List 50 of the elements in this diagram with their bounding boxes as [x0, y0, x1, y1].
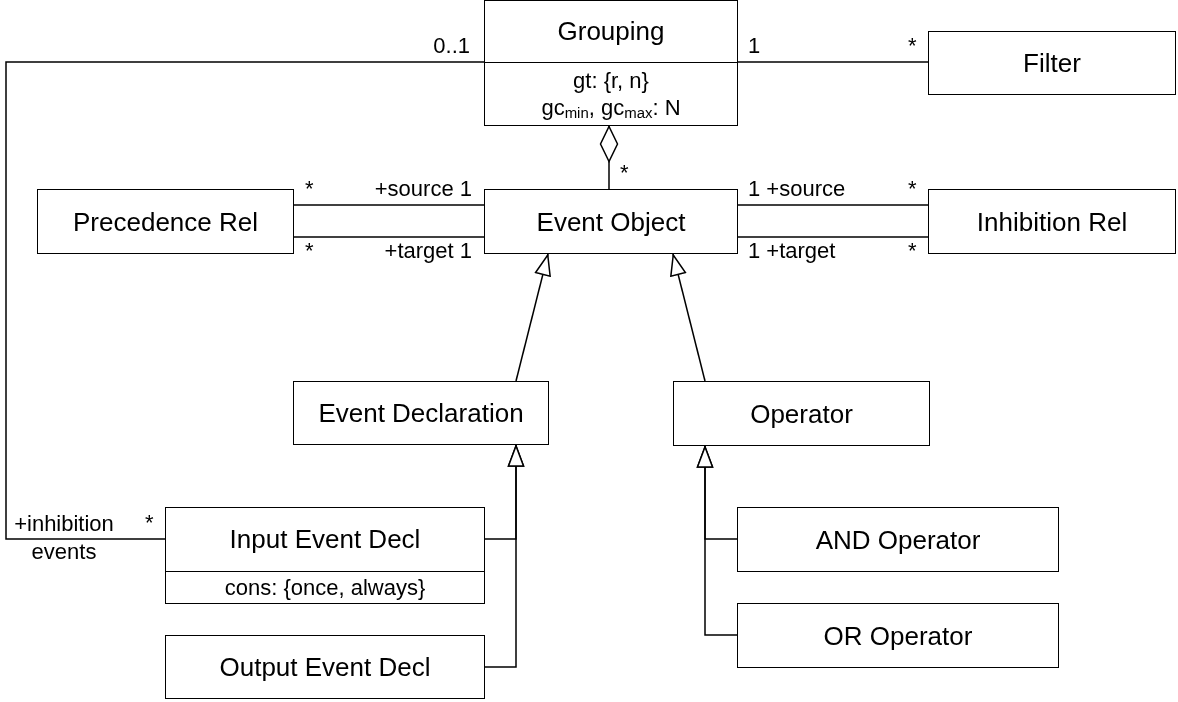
multiplicity-label: *: [908, 35, 917, 57]
class-box: [484, 0, 738, 126]
multiplicity-label: *: [305, 178, 314, 200]
multiplicity-label: *: [305, 240, 314, 262]
class-name: Output Event Decl: [219, 652, 431, 682]
multiplicity-label: 0..1: [433, 35, 470, 57]
association-line: [293, 236, 485, 238]
role-label: +inhibition events: [13, 510, 115, 566]
class-box: [293, 381, 549, 445]
association-line: [737, 204, 929, 206]
class-box: [165, 635, 485, 699]
class-attribute: gt: {r, n}: [573, 66, 649, 94]
class-name: Grouping: [557, 16, 665, 47]
multiplicity-label: *: [908, 178, 917, 200]
multiplicity-label: 1: [748, 35, 761, 57]
class-box: [673, 381, 930, 446]
association-line: [737, 236, 929, 238]
class-name: Inhibition Rel: [976, 206, 1128, 237]
generalization-arrow: [515, 253, 551, 382]
class-name: Filter: [1023, 48, 1081, 78]
class-name: Precedence Rel: [73, 206, 258, 237]
association-line: [293, 204, 485, 206]
association-line: [5, 61, 485, 540]
role-label: +source 1: [374, 178, 472, 200]
class-name: AND Operator: [815, 524, 981, 555]
multiplicity-label: *: [145, 512, 154, 534]
multiplicity-label: *: [908, 240, 917, 262]
class-box: [165, 507, 485, 604]
class-name: Event Declaration: [318, 398, 524, 428]
multiplicity-label: *: [620, 162, 629, 184]
class-name: Event Object: [536, 206, 686, 237]
generalization-arrow: [696, 445, 738, 636]
class-box: [737, 507, 1059, 572]
class-name: OR Operator: [823, 620, 973, 651]
role-label: +target 1: [384, 240, 472, 262]
class-box: [928, 31, 1176, 95]
generalization-arrow: [484, 444, 525, 668]
role-label: 1 +target: [748, 240, 836, 262]
class-box: [484, 189, 738, 254]
class-box: [928, 189, 1176, 254]
aggregation-connector: [599, 125, 619, 190]
class-attribute: cons: {once, always}: [224, 573, 426, 601]
class-name: Operator: [750, 398, 853, 429]
role-label: 1 +source: [748, 178, 846, 200]
class-box: [737, 603, 1059, 668]
association-line: [737, 61, 929, 63]
generalization-arrow: [670, 253, 706, 382]
class-attribute: gc$_{min}$, gc$_{max}$: N: [541, 93, 681, 121]
class-box: [37, 189, 294, 254]
class-name: Input Event Decl: [229, 524, 421, 555]
